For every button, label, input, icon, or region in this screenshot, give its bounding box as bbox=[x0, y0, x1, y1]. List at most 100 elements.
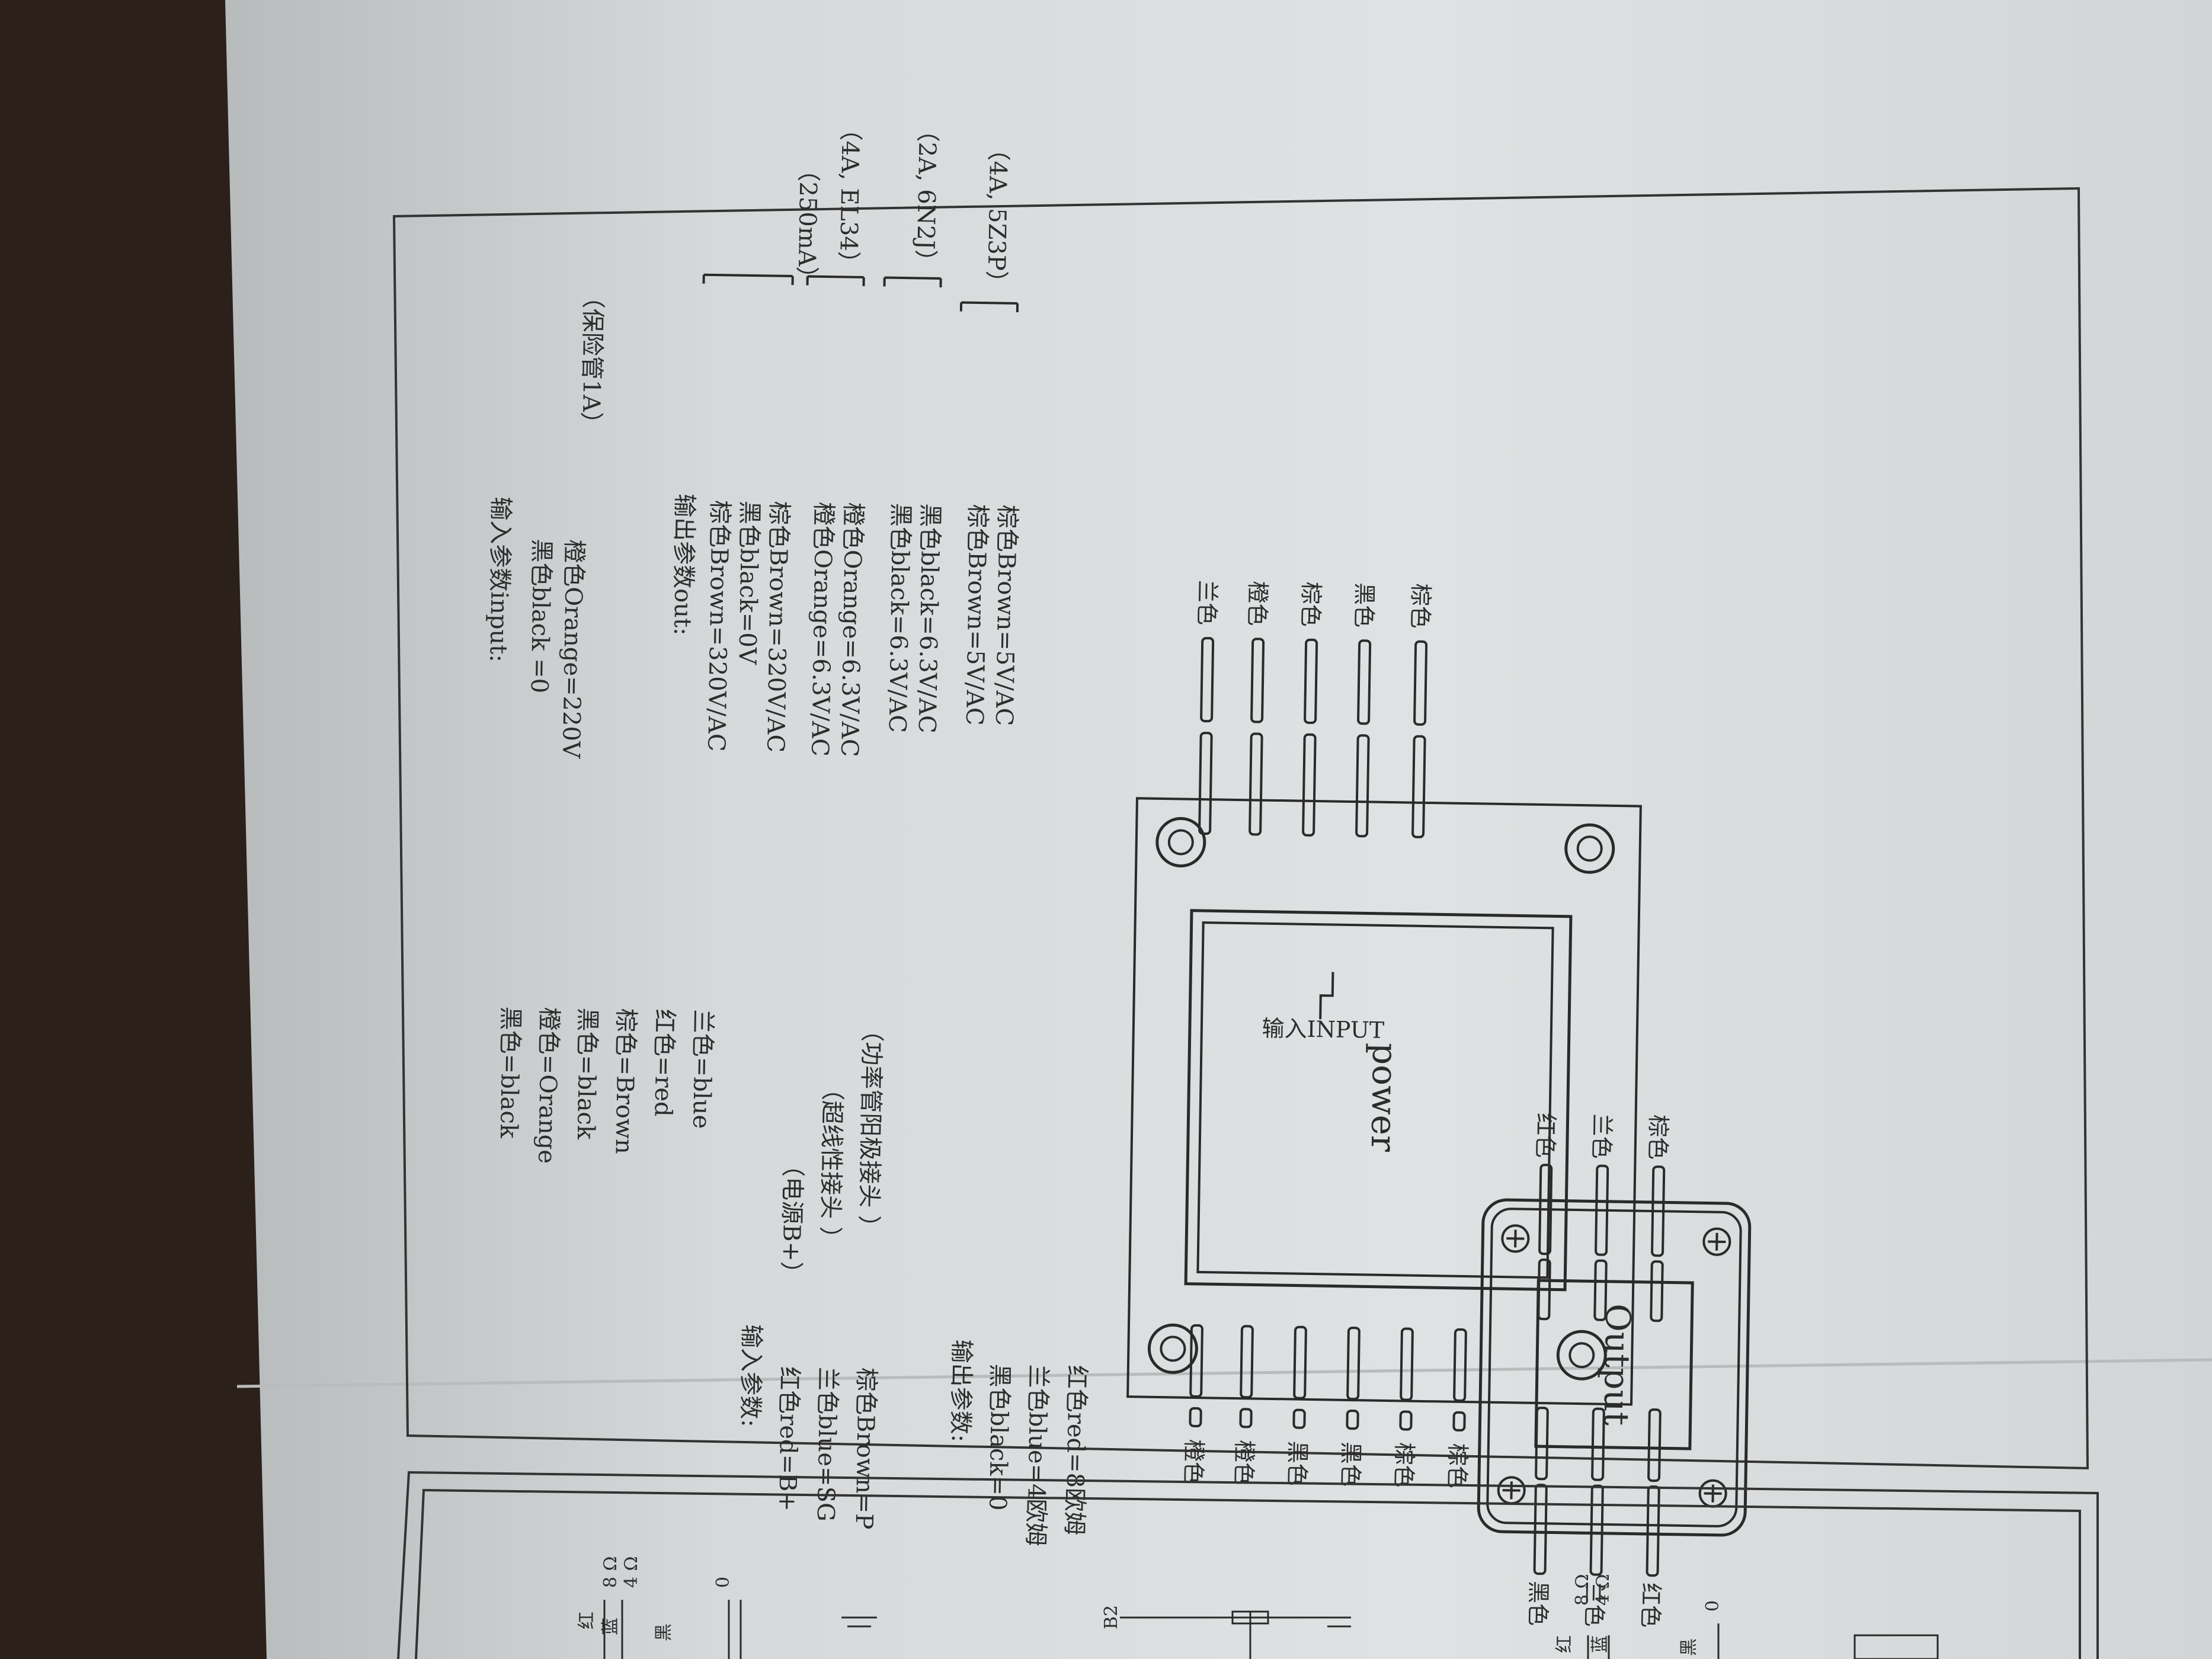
next-page-fragment: 红 蓝 黑 8 Ω 4 Ω 0 B2 红 蓝 黑 8 Ω 4 Ω 0 bbox=[397, 1471, 2099, 1659]
output-core bbox=[1534, 1279, 1694, 1450]
upper-label-blue: 蓝 bbox=[600, 1618, 621, 1635]
group4-bracket bbox=[959, 301, 1019, 313]
lower-label-0: 0 bbox=[1702, 1600, 1723, 1612]
group1-bracket bbox=[702, 273, 794, 286]
group3-note: （2A, 6N2J） bbox=[911, 118, 941, 273]
bottom-pin-inner-6 bbox=[1453, 1328, 1467, 1402]
output-screw-1 bbox=[1501, 1224, 1530, 1253]
upper-label-black: 黑 bbox=[654, 1623, 674, 1641]
page-border bbox=[392, 187, 2089, 1470]
top-pin-label-5: 棕色 bbox=[1407, 583, 1434, 629]
output-label: Output bbox=[1596, 1304, 1638, 1426]
bottom-pin-label-2: 橙色 bbox=[1231, 1440, 1257, 1485]
output-frame-inner bbox=[1486, 1208, 1742, 1527]
upper-label-0: 0 bbox=[713, 1577, 734, 1588]
b2-label: B2 bbox=[1101, 1605, 1122, 1629]
group4-line-2: 棕色Brown=5V/AC bbox=[990, 504, 1021, 726]
next-page-border-outer bbox=[397, 1471, 2099, 1659]
output-bottom-pin-label-1: 黑色 bbox=[1525, 1581, 1551, 1626]
top-pin-inner-1 bbox=[1198, 732, 1213, 835]
top-pin-inner-2 bbox=[1249, 732, 1263, 836]
output-bottom-pin-label-2: 兰色 bbox=[1581, 1581, 1608, 1627]
power-transformer-diagram: power 输入INPUT 兰色 橙色 棕色 黑色 棕色 橙色 橙色 黑色 黑色… bbox=[1126, 580, 1642, 1489]
input-marker bbox=[1319, 972, 1334, 1020]
mount-screw-1 bbox=[1155, 816, 1206, 867]
out-input-line-1: 红色red=B+ bbox=[773, 1366, 803, 1512]
upper-label-red: 红 bbox=[577, 1612, 597, 1629]
bottom-pin-label-4: 黑色 bbox=[1337, 1442, 1364, 1487]
out-input-header: 输入参数: bbox=[736, 1324, 765, 1427]
fuse-note: （保险管1A） bbox=[577, 284, 606, 435]
lower-wires bbox=[1587, 1623, 1720, 1659]
lower-component bbox=[1854, 1634, 1939, 1659]
lower-label-red: 红 bbox=[1554, 1635, 1575, 1653]
out-input-note-2: （超线性接头 ） bbox=[816, 1077, 846, 1250]
top-pin-inner-4 bbox=[1355, 734, 1370, 838]
group1-line-2: 黑色black=0V bbox=[733, 501, 763, 666]
top-pin-inner-3 bbox=[1302, 733, 1317, 837]
mount-screw-2 bbox=[1147, 1323, 1198, 1374]
lower-label-8ohm: 8 Ω bbox=[1572, 1574, 1593, 1606]
group2-bracket bbox=[806, 275, 865, 286]
bottom-pin-outer-4 bbox=[1346, 1410, 1359, 1430]
page-content: 输入参数input: 黑色black =0 橙色Orange=220V （保险管… bbox=[484, 117, 1752, 1628]
out-input-line-2: 兰色blue=SG bbox=[812, 1367, 841, 1522]
upper-ground bbox=[841, 1616, 877, 1628]
output-bottom-pin-inner-3 bbox=[1647, 1408, 1662, 1482]
output-bottom-pin-outer-1 bbox=[1533, 1484, 1548, 1575]
bottom-pin-outer-6 bbox=[1452, 1411, 1466, 1432]
next-page-border-inner bbox=[415, 1488, 2081, 1659]
output-top-pin-outer-3 bbox=[1651, 1165, 1666, 1257]
top-pin-outer-4 bbox=[1357, 639, 1372, 725]
out-output-header: 输出参数: bbox=[946, 1339, 975, 1442]
out-input-note-3: （功率管阳极接头 ） bbox=[854, 1018, 885, 1239]
output-header: 输出参数out: bbox=[668, 494, 698, 636]
transformer-core-inner bbox=[1196, 921, 1554, 1279]
output-transformer-diagram: Output 红色 兰色 棕色 黑色 兰色 红色 bbox=[1477, 1113, 1752, 1628]
mount-screw-4 bbox=[1556, 1330, 1607, 1381]
color-1: 黑色=black bbox=[495, 1006, 524, 1139]
b2-component bbox=[1231, 1610, 1269, 1625]
group4-note: （4A, 5Z3P） bbox=[982, 137, 1011, 294]
top-pin-outer-3 bbox=[1304, 638, 1318, 724]
output-top-pin-inner-3 bbox=[1650, 1260, 1664, 1322]
group2-note: （4A, EL34） bbox=[834, 117, 864, 275]
lower-label-4ohm: 4 Ω bbox=[1593, 1574, 1614, 1606]
color-4: 棕色=Brown bbox=[610, 1008, 639, 1154]
top-pin-outer-1 bbox=[1200, 637, 1215, 723]
input-label: 输入INPUT bbox=[1262, 1016, 1384, 1043]
b2-wire bbox=[1120, 1612, 1351, 1659]
output-top-pin-outer-2 bbox=[1595, 1164, 1609, 1256]
group3-line-2: 黑色black=6.3V/AC bbox=[913, 503, 944, 734]
color-list: 黑色=black 橙色=Orange 黑色=black 棕色=Brown 红色=… bbox=[495, 1006, 716, 1164]
output-screw-3 bbox=[1702, 1227, 1731, 1256]
paper-sheet bbox=[225, 0, 2212, 1659]
group4-line-1: 棕色Brown=5V/AC bbox=[961, 504, 991, 726]
output-top-pin-label-3: 棕色 bbox=[1645, 1114, 1672, 1160]
out-output-line-2: 兰色blue=4欧姆 bbox=[1022, 1364, 1052, 1546]
input-line-2: 橙色Orange=220V bbox=[557, 539, 588, 759]
out-output-line-1: 黑色black=0 bbox=[984, 1363, 1013, 1511]
output-top-pin-label-2: 兰色 bbox=[1589, 1113, 1615, 1159]
output-top-pin-outer-1 bbox=[1538, 1164, 1553, 1256]
group1-line-3: 棕色Brown=320V/AC bbox=[761, 501, 793, 752]
output-frame-outer bbox=[1477, 1198, 1752, 1537]
input-line-1: 黑色black =0 bbox=[526, 539, 555, 693]
bottom-terminal-pins bbox=[1189, 1324, 1467, 1432]
bottom-pin-label-3: 黑色 bbox=[1284, 1440, 1311, 1486]
bottom-pin-label-6: 棕色 bbox=[1444, 1443, 1471, 1489]
top-terminal-pins bbox=[1198, 637, 1428, 838]
out-input-note-1: （电源B+） bbox=[777, 1153, 806, 1286]
output-top-pin-label-1: 红色 bbox=[1532, 1113, 1559, 1158]
input-header: 输入参数input: bbox=[484, 497, 514, 662]
out-input-line-3: 棕色Brown=P bbox=[850, 1367, 880, 1530]
mount-screw-3 bbox=[1564, 823, 1615, 874]
top-pin-label-4: 黑色 bbox=[1351, 582, 1378, 628]
top-pin-inner-5 bbox=[1411, 735, 1426, 838]
mount-plate bbox=[1126, 797, 1642, 1406]
top-pin-outer-2 bbox=[1250, 638, 1265, 723]
top-pin-outer-5 bbox=[1413, 640, 1428, 726]
bottom-pin-label-1: 橙色 bbox=[1180, 1439, 1207, 1485]
group1-note: （250mA） bbox=[792, 158, 821, 290]
group1-line-1: 棕色Brown=320V/AC bbox=[702, 500, 734, 752]
